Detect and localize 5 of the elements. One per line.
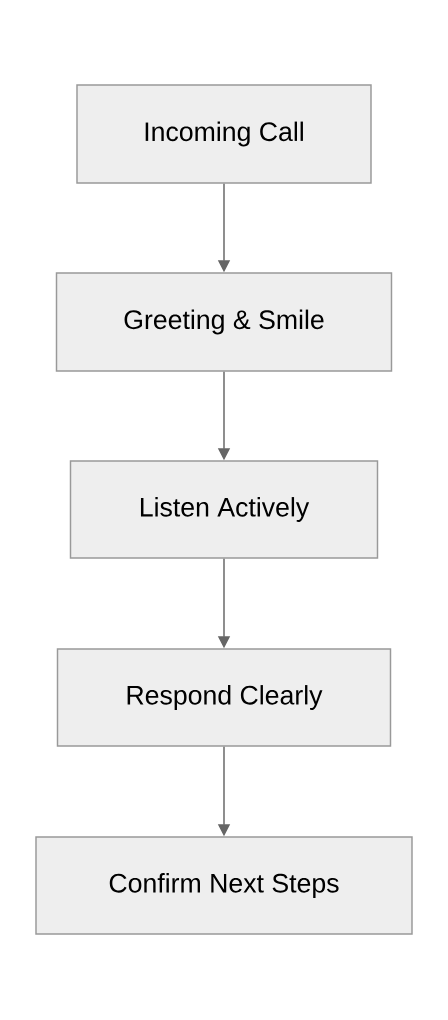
process-box: Confirm Next Steps [35, 836, 413, 935]
process-box: Greeting & Smile [55, 272, 393, 372]
process-box: Listen Actively [69, 460, 379, 559]
process-box: Incoming Call [76, 84, 372, 184]
process-box: Respond Clearly [56, 648, 392, 747]
